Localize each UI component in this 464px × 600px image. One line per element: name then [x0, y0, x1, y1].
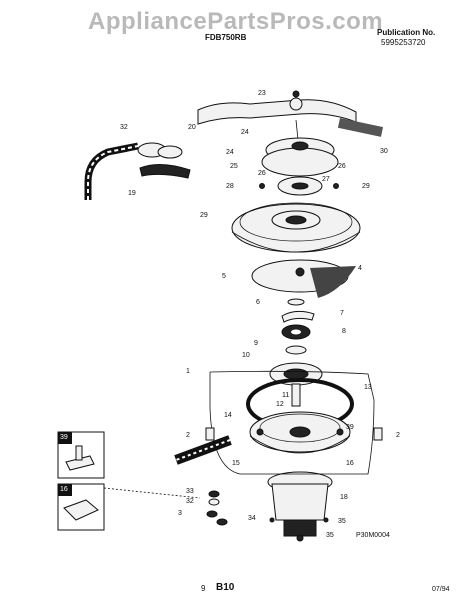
callout-2a: 2 — [186, 432, 190, 439]
callout-12: 12 — [276, 401, 284, 408]
callout-18: 18 — [340, 494, 348, 501]
callout-27: 26 — [258, 170, 266, 177]
upper-spray-arm — [197, 90, 384, 141]
callout-26b: 26 — [338, 163, 346, 170]
publication-number: 5995253720 — [381, 38, 426, 47]
motor — [267, 471, 333, 542]
callout-33: 32 — [186, 498, 194, 505]
callout-29a: 28 — [226, 183, 234, 190]
sump-assembly — [249, 411, 351, 454]
callout-10: 10 — [242, 352, 250, 359]
pump-housing — [269, 362, 323, 407]
impeller-plate — [251, 259, 356, 298]
callout-23: 23 — [258, 90, 266, 97]
publication-label: Publication No. — [377, 28, 436, 37]
callout-39: 39 — [60, 434, 68, 441]
wiring-harness — [209, 370, 375, 475]
filter-dish — [231, 202, 361, 253]
terminal-connectors — [205, 427, 383, 441]
drain-hose — [174, 435, 232, 465]
callout-31: 30 — [380, 148, 388, 155]
callout-37: 39 — [346, 424, 354, 431]
callout-1: 1 — [186, 368, 190, 375]
callout-26a: 25 — [230, 163, 238, 170]
callout-29b: 29 — [362, 183, 370, 190]
diagram-code: P30M0004 — [356, 532, 390, 539]
callout-8: 8 — [342, 328, 346, 335]
fasteners — [206, 490, 329, 526]
callout-35a: 34 — [248, 515, 256, 522]
callout-28: 27 — [322, 176, 330, 183]
callout-35b: 35 — [338, 518, 346, 525]
callout-36: 35 — [326, 532, 334, 539]
callout-32: 32 — [120, 124, 128, 131]
callout-6: 6 — [256, 299, 260, 306]
callout-16b: 16 — [60, 486, 68, 493]
callout-7: 7 — [340, 310, 344, 317]
callout-5: 5 — [222, 273, 226, 280]
callout-3: 3 — [178, 510, 182, 517]
callout-14: 14 — [224, 412, 232, 419]
callout-11: 11 — [282, 392, 290, 399]
callout-9: 9 — [254, 340, 258, 347]
inset-detail-39 — [57, 431, 105, 479]
inset-detail-16 — [57, 483, 105, 531]
callout-19: 19 — [128, 190, 136, 197]
page-date: 07/94 — [432, 586, 450, 593]
seal-stack — [281, 298, 315, 355]
model-number: FDB750RB — [205, 33, 247, 42]
callout-13: 13 — [364, 384, 372, 391]
watermark: AppliancePartsPros.com — [88, 8, 384, 35]
callout-24: 24 — [241, 129, 249, 136]
callout-25: 24 — [226, 149, 234, 156]
fill-tube-assembly — [84, 142, 191, 200]
callout-4: 4 — [358, 265, 362, 272]
page-number: 9 — [201, 584, 206, 593]
callout-20: 20 — [188, 124, 196, 131]
hub-assembly — [259, 137, 339, 196]
section-code: B10 — [216, 582, 235, 593]
callout-30: 29 — [200, 212, 208, 219]
callout-15: 15 — [232, 460, 240, 467]
callout-16a: 16 — [346, 460, 354, 467]
callout-34: 33 — [186, 488, 194, 495]
callout-2b: 2 — [396, 432, 400, 439]
